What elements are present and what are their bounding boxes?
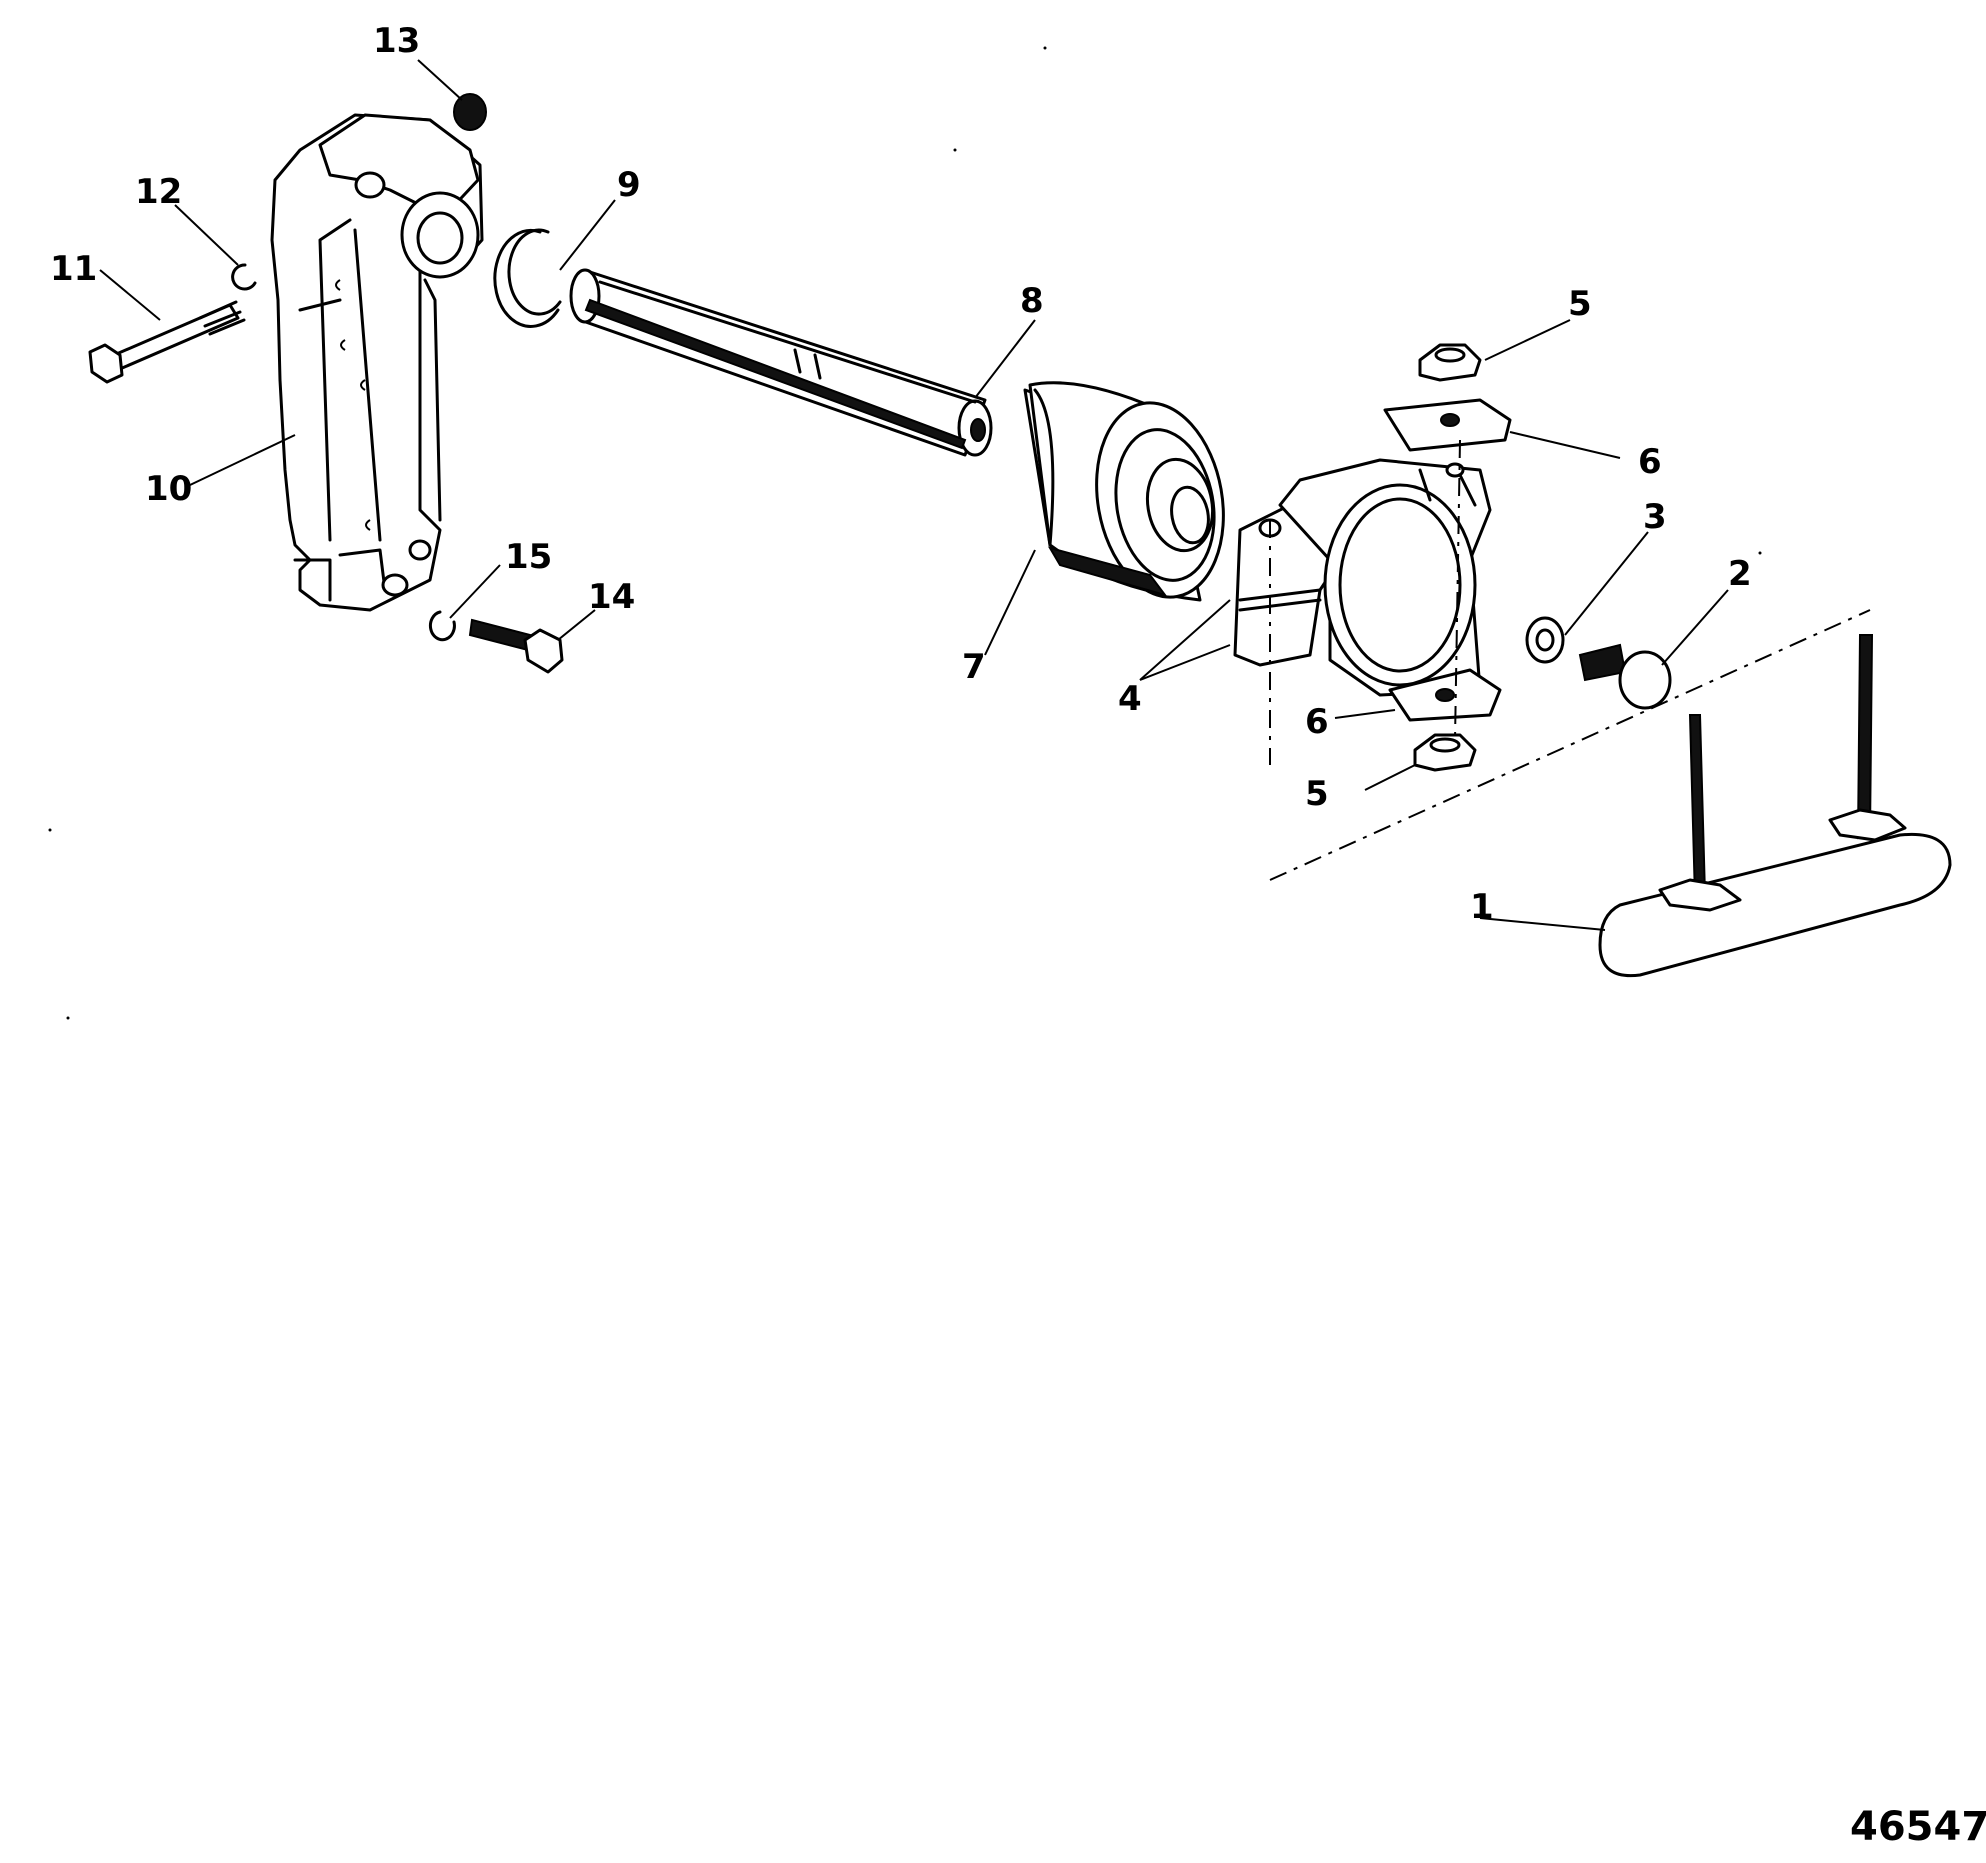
callout-10: 10	[145, 469, 192, 509]
callout-5-upper: 5	[1568, 284, 1592, 324]
callout-5-lower: 5	[1305, 774, 1329, 814]
callout-8: 8	[1020, 281, 1044, 321]
part-4-clamp	[1233, 458, 1492, 697]
part-6-tab-upper	[1383, 398, 1512, 452]
callout-3: 3	[1643, 497, 1667, 537]
callout-11: 11	[50, 249, 97, 289]
callout-12: 12	[135, 172, 182, 212]
figure-number: 46547	[1850, 1804, 1986, 1850]
centerline-diagonal	[1269, 609, 1871, 881]
callout-7: 7	[962, 647, 986, 687]
callout-6-lower: 6	[1305, 702, 1329, 742]
callout-15: 15	[505, 537, 552, 577]
stray-dot	[953, 148, 957, 152]
stray-dot	[1758, 551, 1762, 555]
leader-lines	[99, 59, 1729, 931]
part-1-stud-plate	[1598, 634, 1952, 978]
part-8-shaft	[569, 268, 993, 457]
stray-dot	[1043, 46, 1047, 50]
callout-9: 9	[617, 165, 641, 205]
part-5-nut-lower	[1413, 733, 1477, 772]
part-5-nut-upper	[1418, 343, 1482, 382]
callout-6-upper: 6	[1638, 442, 1662, 482]
part-12-lockwasher	[231, 263, 257, 291]
part-15-lockwasher	[428, 610, 456, 642]
part-11-bolt	[88, 300, 246, 384]
part-3-washer	[1525, 616, 1565, 664]
callout-13: 13	[373, 21, 420, 61]
stray-dot	[48, 828, 52, 832]
part-14-bolt	[468, 618, 564, 674]
stray-dot	[66, 1016, 70, 1020]
callout-2: 2	[1728, 554, 1752, 594]
part-2-bolt	[1578, 643, 1672, 710]
callout-14: 14	[588, 577, 635, 617]
part-13-set-screw	[453, 93, 487, 131]
centerline-stud	[1454, 439, 1461, 741]
callout-1: 1	[1470, 887, 1494, 927]
part-9-snap-ring	[493, 228, 562, 328]
part-10-bracket	[270, 113, 484, 612]
part-7-mount	[1023, 381, 1225, 602]
callout-4: 4	[1118, 679, 1142, 719]
